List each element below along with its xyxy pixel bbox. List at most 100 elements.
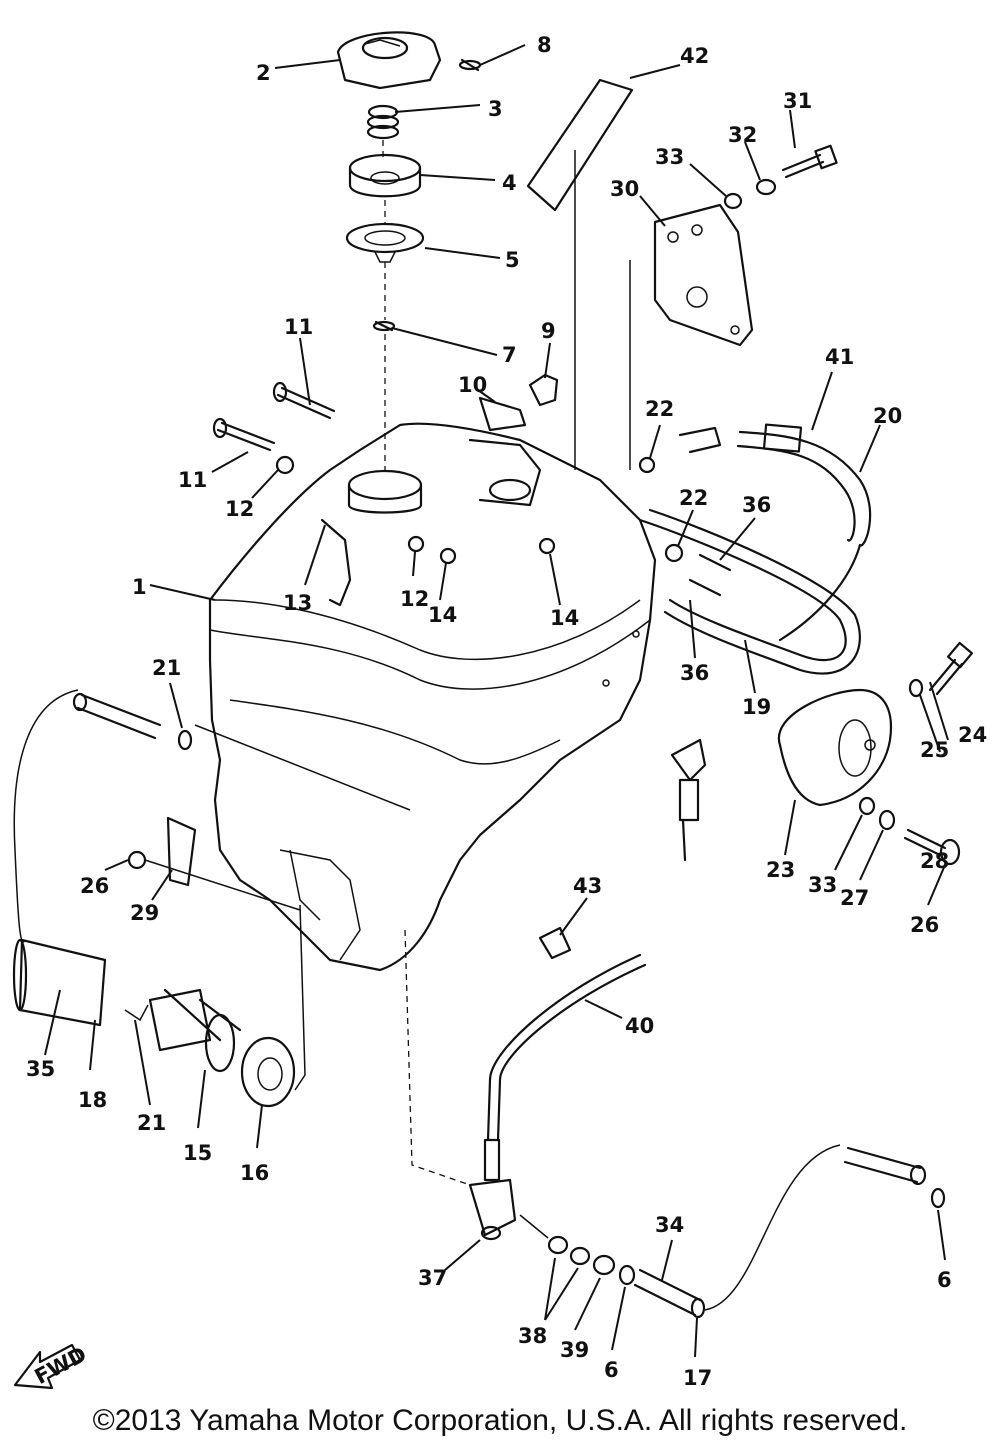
fuel-tank	[208, 422, 657, 972]
part-label: 4	[502, 171, 517, 195]
part-label: 30	[610, 177, 639, 201]
part-label: 39	[560, 1338, 589, 1362]
hose-clip	[538, 926, 572, 960]
part-label: 33	[808, 873, 837, 897]
cock-nut	[592, 1254, 616, 1276]
part-label: 11	[178, 468, 207, 492]
hose-clip	[688, 553, 732, 597]
part-label: 3	[488, 97, 503, 121]
part-label: 36	[680, 661, 709, 685]
hose-clamp	[638, 456, 656, 474]
fuel-line	[486, 953, 647, 1142]
hose-clamp	[177, 729, 193, 751]
fuel-cap	[336, 31, 442, 90]
part-label: 32	[728, 123, 757, 147]
part-label: 14	[428, 603, 457, 627]
part-label: 33	[655, 145, 684, 169]
drain-hose	[12, 938, 107, 1027]
part-label: 13	[283, 591, 312, 615]
cap-spring	[366, 104, 400, 140]
part-label: 42	[680, 44, 709, 68]
overflow-hose	[72, 692, 162, 740]
part-label: 29	[130, 901, 159, 925]
cover-plate	[777, 688, 893, 807]
cock-washer	[547, 1235, 569, 1255]
part-label: 43	[573, 874, 602, 898]
cap-pin	[458, 58, 482, 72]
part-label: 11	[284, 315, 313, 339]
part-label: 26	[80, 874, 109, 898]
part-label: 35	[26, 1057, 55, 1081]
part-label: 17	[683, 1366, 712, 1390]
cover-washer	[908, 678, 924, 698]
plate-washer	[755, 178, 777, 196]
hose-joint	[762, 423, 803, 453]
fuel-hose	[633, 1268, 706, 1319]
plate-collar	[723, 192, 743, 210]
hose-end	[678, 426, 722, 454]
part-label: 8	[537, 33, 552, 57]
part-label: 5	[505, 248, 520, 272]
leader-lines	[44, 44, 949, 1358]
petcock-washer	[240, 1036, 296, 1108]
part-label: 24	[958, 723, 987, 747]
part-label: 9	[541, 319, 556, 343]
part-label: 23	[766, 858, 795, 882]
part-label: 12	[225, 497, 254, 521]
bolt-upper	[272, 381, 336, 420]
part-label: 6	[937, 1268, 952, 1292]
part-label: 22	[679, 486, 708, 510]
part-label: 20	[873, 404, 902, 428]
part-label: 26	[910, 913, 939, 937]
cover-washer-2	[878, 809, 896, 831]
mounting-plate	[653, 203, 754, 347]
part-label: 40	[625, 1014, 654, 1038]
fuel-hose-loop	[638, 508, 861, 675]
part-label: 34	[655, 1213, 684, 1237]
hose-clamp	[664, 543, 684, 563]
pad-strip	[526, 78, 634, 212]
plate-bolt	[781, 144, 838, 179]
bolt-lower	[212, 417, 276, 452]
fuel-cock	[468, 1138, 517, 1241]
cover-bolt-2	[903, 828, 961, 866]
part-label: 12	[400, 587, 429, 611]
cap-gasket	[348, 153, 422, 198]
clip	[528, 373, 559, 407]
fuel-hose-end	[843, 1146, 927, 1186]
washer	[538, 537, 556, 555]
part-label: 18	[78, 1088, 107, 1112]
vent-pin	[372, 320, 396, 332]
part-label: 31	[783, 89, 812, 113]
petcock-valve	[148, 988, 242, 1073]
part-label: 16	[240, 1161, 269, 1185]
hose-clamp	[618, 1264, 636, 1286]
forward-arrow-icon: FWD	[13, 1342, 90, 1390]
cover-collar	[858, 796, 876, 816]
washer	[275, 455, 295, 475]
bracket	[166, 816, 197, 887]
washer	[407, 535, 425, 553]
part-labels: 1 2 3 4 5 6 6 6 7 8 9 10 11 11 12 12 13 …	[26, 33, 987, 1390]
cover-bolt	[928, 641, 974, 696]
cap-seal-ring	[345, 222, 425, 263]
part-label: 19	[742, 695, 771, 719]
part-label: 36	[742, 493, 771, 517]
part-label: 22	[645, 397, 674, 421]
fuel-filter	[670, 738, 707, 862]
part-label: 14	[550, 606, 579, 630]
stay	[478, 396, 527, 432]
nut	[127, 850, 147, 870]
part-label: 6	[604, 1358, 619, 1382]
part-label: 1	[132, 575, 147, 599]
part-label: 15	[183, 1141, 212, 1165]
part-label: 37	[418, 1266, 447, 1290]
part-label: 41	[825, 345, 854, 369]
part-label: 10	[458, 373, 487, 397]
hose-clamp	[930, 1187, 946, 1209]
part-label: 7	[502, 343, 517, 367]
bracket	[320, 518, 352, 607]
part-label: 25	[920, 738, 949, 762]
part-label: 38	[518, 1324, 547, 1348]
